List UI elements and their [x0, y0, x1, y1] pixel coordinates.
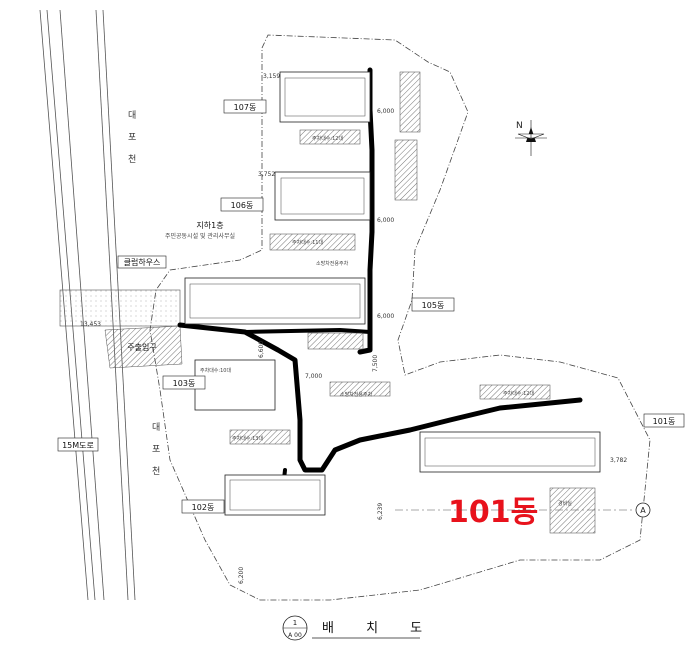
svg-text:6,000: 6,000: [377, 108, 394, 115]
river-label-top: 대 포 천: [128, 110, 136, 165]
svg-text:6,239: 6,239: [377, 503, 384, 520]
svg-text:6,200: 6,200: [238, 567, 245, 584]
svg-text:천: 천: [128, 154, 136, 165]
svg-text:주차대수:11대: 주차대수:11대: [292, 239, 323, 246]
building-label-107: 107동: [223, 99, 267, 114]
svg-text:포: 포: [128, 133, 136, 143]
svg-text:A 00: A 00: [288, 632, 302, 639]
svg-text:15M도로: 15M도로: [62, 441, 94, 450]
building-101-highlight: 101동: [448, 495, 538, 530]
svg-text:주민공동시설 및 관리사무실: 주민공동시설 및 관리사무실: [165, 232, 235, 240]
block-106: [269, 171, 371, 251]
basement-label: 지하1층 주민공동시설 및 관리사무실: [165, 220, 235, 240]
block-101: [329, 381, 601, 534]
svg-text:7,000: 7,000: [305, 373, 322, 380]
svg-text:경비실: 경비실: [558, 500, 572, 507]
svg-text:주차대수:13대: 주차대수:13대: [232, 435, 263, 442]
svg-text:6,000: 6,000: [377, 313, 394, 320]
river-label-bottom: 대 포 천: [152, 422, 160, 477]
svg-text:103동: 103동: [173, 379, 196, 388]
svg-text:주차대수:10대: 주차대수:10대: [200, 367, 231, 374]
svg-text:소방차전용주차: 소방차전용주차: [316, 260, 349, 267]
building-label-102: 102동: [181, 499, 225, 514]
svg-text:대: 대: [128, 110, 136, 121]
svg-text:A: A: [640, 506, 646, 515]
svg-text:1: 1: [293, 619, 297, 627]
svg-text:N: N: [516, 121, 523, 131]
svg-text:소방차전용주차: 소방차전용주차: [340, 391, 373, 398]
svg-text:배 치 도: 배 치 도: [322, 621, 436, 636]
building-label-101: 101동: [643, 413, 685, 428]
svg-text:102동: 102동: [192, 503, 215, 512]
road-and-river: [39, 9, 183, 601]
svg-text:106동: 106동: [231, 201, 254, 210]
svg-text:105동: 105동: [422, 301, 445, 310]
building-label-105: 105동: [411, 297, 455, 312]
svg-text:주차대수:12대: 주차대수:12대: [503, 390, 534, 397]
svg-text:포: 포: [152, 445, 160, 455]
svg-text:7,500: 7,500: [372, 355, 379, 372]
svg-text:6,000: 6,000: [377, 217, 394, 224]
block-107: [279, 71, 371, 145]
svg-text:주차대수:12대: 주차대수:12대: [312, 135, 343, 142]
svg-text:3,782: 3,782: [610, 457, 627, 464]
svg-text:3,159: 3,159: [263, 73, 280, 80]
entrance-label: 주출입구: [127, 342, 156, 352]
svg-text:13,453: 13,453: [80, 321, 101, 328]
building-label-103: 103동: [162, 375, 206, 390]
dimension-labels: 6,000 6,000 6,000 7,500 7,000 6,600 13,4…: [80, 73, 627, 584]
block-103: [194, 359, 291, 445]
block-105: [184, 277, 366, 350]
svg-text:천: 천: [152, 466, 160, 477]
svg-text:6,600: 6,600: [258, 341, 265, 358]
north-arrow-icon: N: [515, 120, 547, 156]
parking-strip-east: [394, 71, 421, 201]
svg-text:대: 대: [152, 422, 160, 433]
drawing-title-block: 1 A 00 배 치 도: [282, 615, 436, 641]
svg-text:클럽하우스: 클럽하우스: [124, 257, 161, 267]
road-label: 15M도로: [57, 437, 99, 452]
clubhouse-label: 클럽하우스: [117, 255, 167, 269]
svg-text:3,752: 3,752: [258, 171, 275, 178]
building-label-106: 106동: [220, 197, 264, 212]
svg-text:101동: 101동: [653, 417, 676, 426]
parking-labels: 주차대수:12대 주차대수:11대 주차대수:10대 주차대수:13대 주차대수…: [200, 135, 572, 507]
site-boundary: [149, 34, 651, 601]
grid-marker-a: A: [395, 502, 651, 518]
svg-text:지하1층: 지하1층: [196, 220, 223, 230]
block-102: [224, 474, 326, 516]
svg-text:107동: 107동: [234, 103, 257, 112]
